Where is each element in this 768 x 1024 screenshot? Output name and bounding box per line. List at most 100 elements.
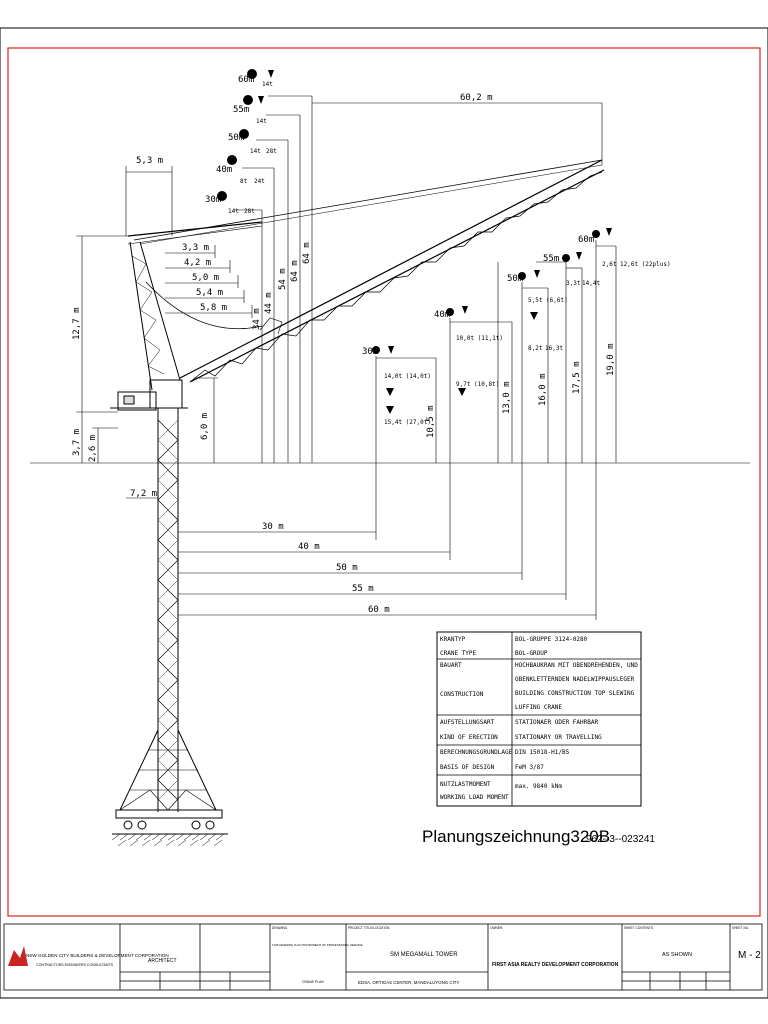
dim-r55: 55 m bbox=[352, 584, 374, 594]
jib-label-50: 50m bbox=[228, 133, 244, 143]
spec-3-v2: FeM 3/87 bbox=[515, 764, 544, 771]
spec-3-en: BASIS OF DESIGN bbox=[440, 764, 495, 771]
load-radius-30: 30m bbox=[362, 347, 378, 357]
spec-1-en: CONSTRUCTION bbox=[440, 691, 484, 698]
dim-a-frame: 5,3 m bbox=[136, 156, 163, 166]
dim-hook-54: 54 m bbox=[278, 268, 288, 290]
spec-4-en: WORKING LOAD MOMENT bbox=[440, 794, 509, 801]
project-label: PROJECT TITLE/LOCATION: bbox=[348, 926, 390, 930]
dim-v5: 19,0 m bbox=[606, 343, 616, 376]
dim-hook-44: 44 m bbox=[264, 292, 274, 314]
spec-0-v2: BOL-GROUP bbox=[515, 650, 548, 657]
dim-4: 5,4 m bbox=[196, 288, 223, 298]
dim-hook-64b: 64 m bbox=[302, 242, 312, 264]
spec-4-de: NUTZLASTMOMENT bbox=[440, 781, 491, 788]
load-p11: 12,6t (22plus) bbox=[620, 261, 671, 268]
load-p2: 15,4t (27,0t) bbox=[384, 419, 431, 426]
drawing-label: DRAWING bbox=[272, 926, 288, 930]
spec-1-v2: OBENKLETTERNDEN NADELWIPPAUSLEGER bbox=[515, 676, 635, 683]
company-subtitle: CONTRACTORS ENGINEERS CONSULTANTS bbox=[36, 963, 114, 967]
drawing-number: 962--3--023241 bbox=[586, 834, 655, 845]
dim-tower-top: 12,7 m bbox=[72, 307, 82, 340]
dim-base: 7,2 m bbox=[130, 489, 157, 499]
dim-r60: 60 m bbox=[368, 605, 390, 615]
jib-load-8: 28t bbox=[244, 208, 255, 215]
load-p5: 5,5t (6,6t) bbox=[528, 297, 568, 304]
dim-lines-radius bbox=[178, 240, 597, 620]
owner-name: FIRST ASIA REALTY DEVELOPMENT CORPORATIO… bbox=[492, 962, 619, 968]
project-location: EDSA, ORTIGAS CENTER, MANDALUYONG CITY bbox=[358, 980, 459, 985]
spec-table: KRANTYP CRANE TYPE BOL-GRUPPE 3124-0280 … bbox=[436, 631, 642, 807]
jib-load-3: 14t bbox=[250, 148, 261, 155]
hook-icon bbox=[243, 95, 253, 105]
scale-value: AS SHOWN bbox=[662, 952, 692, 958]
sheet-no-label: SHEET NO. bbox=[732, 926, 749, 930]
outer-frame bbox=[0, 27, 768, 999]
dim-v4: 17,5 m bbox=[572, 361, 582, 394]
dim-v3: 16,0 m bbox=[538, 373, 548, 406]
load-radius-50: 50m bbox=[507, 274, 523, 284]
dim-1: 3,3 m bbox=[182, 243, 209, 253]
spec-2-en: KIND OF ERECTION bbox=[440, 734, 498, 741]
dim-h1: 3,7 m bbox=[72, 429, 82, 456]
company-logo bbox=[8, 946, 28, 966]
hook-icon bbox=[562, 254, 570, 262]
dim-lines-loads bbox=[376, 245, 617, 463]
title-block bbox=[3, 923, 763, 991]
ground-hatch bbox=[111, 833, 225, 847]
load-p7: 16,3t bbox=[545, 345, 563, 352]
jib-label-30: 30m bbox=[205, 195, 221, 205]
hook-icon bbox=[217, 191, 227, 201]
crane-base bbox=[112, 729, 228, 835]
luffing-jib bbox=[133, 159, 605, 383]
load-p4: 9,7t (10,8t) bbox=[456, 381, 499, 388]
load-p3: 10,0t (11,1t) bbox=[456, 335, 503, 342]
hook-icon bbox=[247, 69, 257, 79]
drawing-frame bbox=[7, 47, 761, 917]
jib-load-5: 8t bbox=[240, 178, 248, 185]
jib-load-4: 28t bbox=[266, 148, 277, 155]
sheet-contents-label: SHEET CONTENTS: bbox=[624, 926, 654, 930]
hook-icons bbox=[217, 69, 612, 414]
owner-label: OWNER: bbox=[490, 926, 503, 930]
load-p9: 14,4t bbox=[582, 280, 600, 287]
spec-2-v2: STATIONARY OR TRAVELLING bbox=[515, 734, 602, 741]
jib-load-7: 14t bbox=[228, 208, 239, 215]
dim-v2: 13,0 m bbox=[502, 381, 512, 414]
hook-icon bbox=[518, 272, 526, 280]
load-radius-55: 55m bbox=[543, 254, 559, 264]
company-name: NEW GOLDEN CITY BUILDERS & DEVELOPMENT C… bbox=[26, 953, 169, 958]
load-p1: 14,0t (14,0t) bbox=[384, 373, 431, 380]
drawing-title: Planungszeichnung320B bbox=[422, 827, 610, 846]
dim-jib-radius: 60,2 m bbox=[460, 93, 493, 103]
sheet-number: M - 2 bbox=[738, 950, 761, 961]
spec-1-v1: HOCHBAUKRAN MIT OBENDREHENDEN, UND bbox=[515, 662, 638, 669]
architect-label: ARCHITECT bbox=[148, 958, 177, 964]
hook-icon bbox=[239, 129, 249, 139]
spec-1-v4: LUFFING CRANE bbox=[515, 704, 562, 711]
spec-3-de: BERECHNUNGSGRUNDLAGE bbox=[440, 749, 513, 756]
dim-hook-34: 34 m bbox=[252, 308, 262, 330]
spec-4-v1: max. 9840 kNm bbox=[515, 783, 562, 790]
dim-h2: 2,6 m bbox=[88, 435, 98, 462]
professional-note: THIS DRAWING IS AN INSTRUMENT OF PROFESS… bbox=[272, 943, 363, 947]
hook-icon bbox=[592, 230, 600, 238]
jib-label-55: 55m bbox=[233, 105, 249, 115]
dim-2: 4,2 m bbox=[184, 258, 211, 268]
slewing-unit bbox=[110, 379, 188, 411]
jib-load-2: 14t bbox=[256, 118, 267, 125]
dim-r50: 50 m bbox=[336, 563, 358, 573]
hook-icon bbox=[372, 346, 380, 354]
hook-icon bbox=[446, 308, 454, 316]
spec-1-de: BAUART bbox=[440, 662, 462, 669]
a-frame bbox=[127, 221, 263, 391]
jib-label-40: 40m bbox=[216, 165, 232, 175]
dim-5: 5,8 m bbox=[200, 303, 227, 313]
spec-0-v1: BOL-GRUPPE 3124-0280 bbox=[515, 636, 588, 643]
dim-h3: 6,0 m bbox=[200, 413, 210, 440]
tower-mast bbox=[157, 408, 179, 812]
dim-v1: 10,5 m bbox=[426, 405, 436, 438]
load-radius-60: 60m bbox=[578, 235, 594, 245]
spec-3-v1: DIN 15018-H1/B5 bbox=[515, 749, 570, 756]
dim-lines-top bbox=[76, 95, 603, 499]
